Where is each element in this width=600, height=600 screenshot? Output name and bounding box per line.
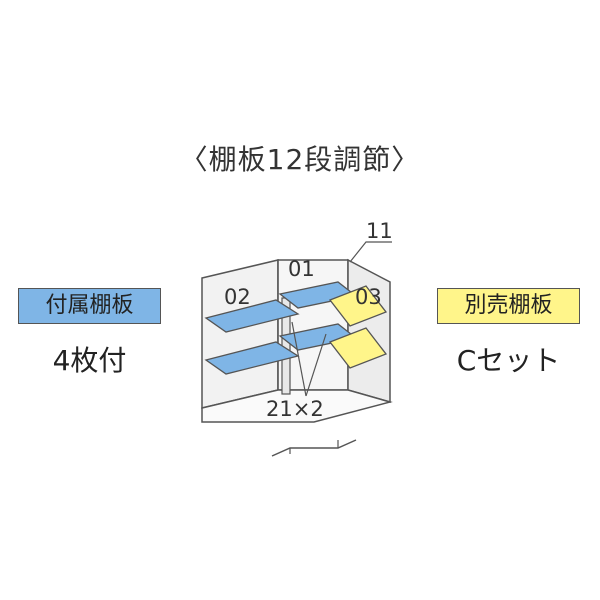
shelf-03-upper — [328, 285, 388, 327]
door-mark — [271, 439, 357, 457]
shelf-label-01: 01 — [288, 257, 315, 281]
callout-line-21-left — [291, 321, 307, 397]
shelf-02-upper — [204, 299, 300, 333]
optional-shelf-badge: 別売棚板 — [437, 288, 580, 324]
callout-line-11 — [349, 241, 392, 263]
included-shelf-count: 4枚付 — [52, 344, 127, 377]
included-shelf-badge: 付属棚板 — [18, 288, 161, 324]
shelf-label-03: 03 — [355, 285, 382, 309]
callout-label-11: 11 — [366, 219, 393, 243]
callout-label-21x2: 21×2 — [266, 397, 324, 421]
page-title: 〈棚板12段調節〉 — [179, 143, 421, 176]
storage-shed-diagram: 02 01 03 11 21×2 — [201, 219, 393, 457]
optional-shelf-set: Cセット — [456, 344, 561, 377]
shelf-label-02: 02 — [224, 285, 251, 309]
callout-line-21-right — [305, 333, 327, 397]
shed-back-wall-left — [201, 259, 279, 409]
shelf-03-lower — [328, 327, 388, 369]
